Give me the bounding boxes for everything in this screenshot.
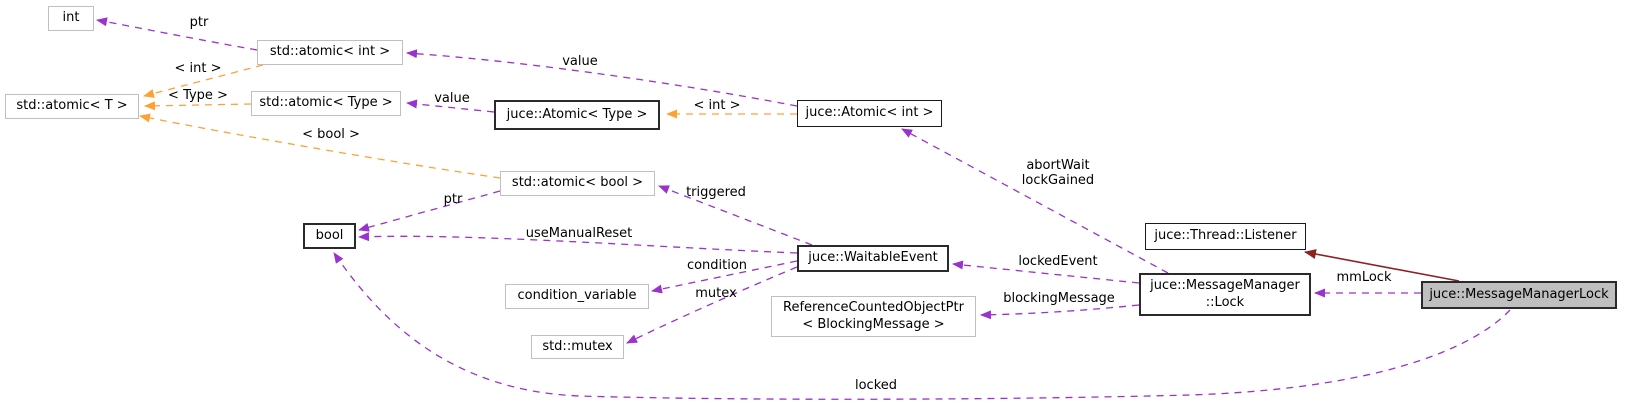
edge-label-ptr-mid: ptr xyxy=(443,191,463,207)
edge-ptr-mid xyxy=(358,190,501,232)
edge-template-bool xyxy=(139,113,501,179)
edge-label-value-top: value xyxy=(562,53,598,69)
node-int-label: int xyxy=(62,10,80,26)
edge-label-value-mid: value xyxy=(434,90,470,106)
node-bool-label: bool xyxy=(315,227,344,243)
edge-label-locked-event: lockedEvent xyxy=(1018,253,1098,269)
node-condition-variable: condition_variable xyxy=(505,284,649,309)
node-std-atomic-bool: std::atomic< bool > xyxy=(500,171,655,196)
node-ref-counted-object-ptr: ReferenceCountedObjectPtr < BlockingMess… xyxy=(771,296,976,337)
node-std-atomic-bool-label: std::atomic< bool > xyxy=(511,175,644,191)
node-juce-message-manager-lock-main: juce::MessageManagerLock xyxy=(1421,281,1617,309)
node-std-atomic-t: std::atomic< T > xyxy=(5,94,139,119)
edge-ptr-top xyxy=(96,17,258,51)
edge-label-triggered: triggered xyxy=(686,184,746,200)
edge-label-ptr-top: ptr xyxy=(189,14,209,30)
edge-triggered xyxy=(658,185,813,246)
edge-inheritance-thread-listener xyxy=(1304,249,1460,282)
edge-label-condition: condition xyxy=(686,257,748,273)
edge-label-template-type: < Type > xyxy=(168,87,228,103)
node-std-mutex-label: std::mutex xyxy=(542,338,613,354)
node-juce-atomic-type-label: juce::Atomic< Type > xyxy=(506,106,648,122)
node-juce-atomic-type[interactable]: juce::Atomic< Type > xyxy=(494,100,660,130)
node-std-atomic-type: std::atomic< Type > xyxy=(251,91,401,116)
node-std-atomic-int: std::atomic< int > xyxy=(257,40,403,65)
edge-locked-event xyxy=(952,260,1140,284)
node-juce-thread-listener-label: juce::Thread::Listener xyxy=(1154,228,1297,244)
edge-label-abort-wait: abortWait xyxy=(1026,157,1090,173)
node-juce-message-manager-lock-line2: ::Lock xyxy=(1205,294,1245,310)
edge-label-use-manual-reset: useManualReset xyxy=(525,225,633,241)
node-condition-variable-label: condition_variable xyxy=(517,288,637,304)
node-std-mutex: std::mutex xyxy=(531,335,624,359)
edge-label-template-int-mid: < int > xyxy=(693,97,741,113)
edge-label-mutex: mutex xyxy=(695,285,737,301)
edge-label-locked: locked xyxy=(854,377,898,393)
node-bool[interactable]: bool xyxy=(303,223,356,249)
node-juce-atomic-int-label: juce::Atomic< int > xyxy=(805,105,934,121)
edge-template-type xyxy=(144,101,252,111)
edge-value-mid xyxy=(406,99,495,113)
node-std-atomic-type-label: std::atomic< Type > xyxy=(259,95,393,111)
node-juce-message-manager-lock[interactable]: juce::MessageManager ::Lock xyxy=(1139,273,1311,316)
edge-blocking-message xyxy=(980,304,1140,320)
node-juce-thread-listener[interactable]: juce::Thread::Listener xyxy=(1145,223,1306,250)
node-std-atomic-int-label: std::atomic< int > xyxy=(269,44,391,60)
edge-value-top xyxy=(406,49,798,107)
node-juce-waitable-event[interactable]: juce::WaitableEvent xyxy=(797,245,949,272)
edge-label-mm-lock: mmLock xyxy=(1336,269,1392,285)
node-juce-message-manager-lock-main-label: juce::MessageManagerLock xyxy=(1429,286,1609,302)
node-std-atomic-t-label: std::atomic< T > xyxy=(16,98,128,114)
edge-condition xyxy=(651,260,798,294)
node-juce-atomic-int[interactable]: juce::Atomic< int > xyxy=(797,100,942,127)
edge-label-template-int-top: < int > xyxy=(174,60,222,76)
edge-abort-wait-lock-gained xyxy=(901,128,1169,274)
edge-label-lock-gained: lockGained xyxy=(1021,172,1095,188)
edge-label-template-bool: < bool > xyxy=(302,126,360,142)
node-ref-counted-object-ptr-line2: < BlockingMessage > xyxy=(802,316,945,332)
node-ref-counted-object-ptr-line1: ReferenceCountedObjectPtr xyxy=(783,300,964,316)
node-int: int xyxy=(48,6,94,31)
node-juce-waitable-event-label: juce::WaitableEvent xyxy=(808,250,938,266)
edge-locked xyxy=(333,252,1511,400)
edge-label-blocking-message: blockingMessage xyxy=(1003,290,1115,306)
node-juce-message-manager-lock-line1: juce::MessageManager xyxy=(1150,278,1300,294)
